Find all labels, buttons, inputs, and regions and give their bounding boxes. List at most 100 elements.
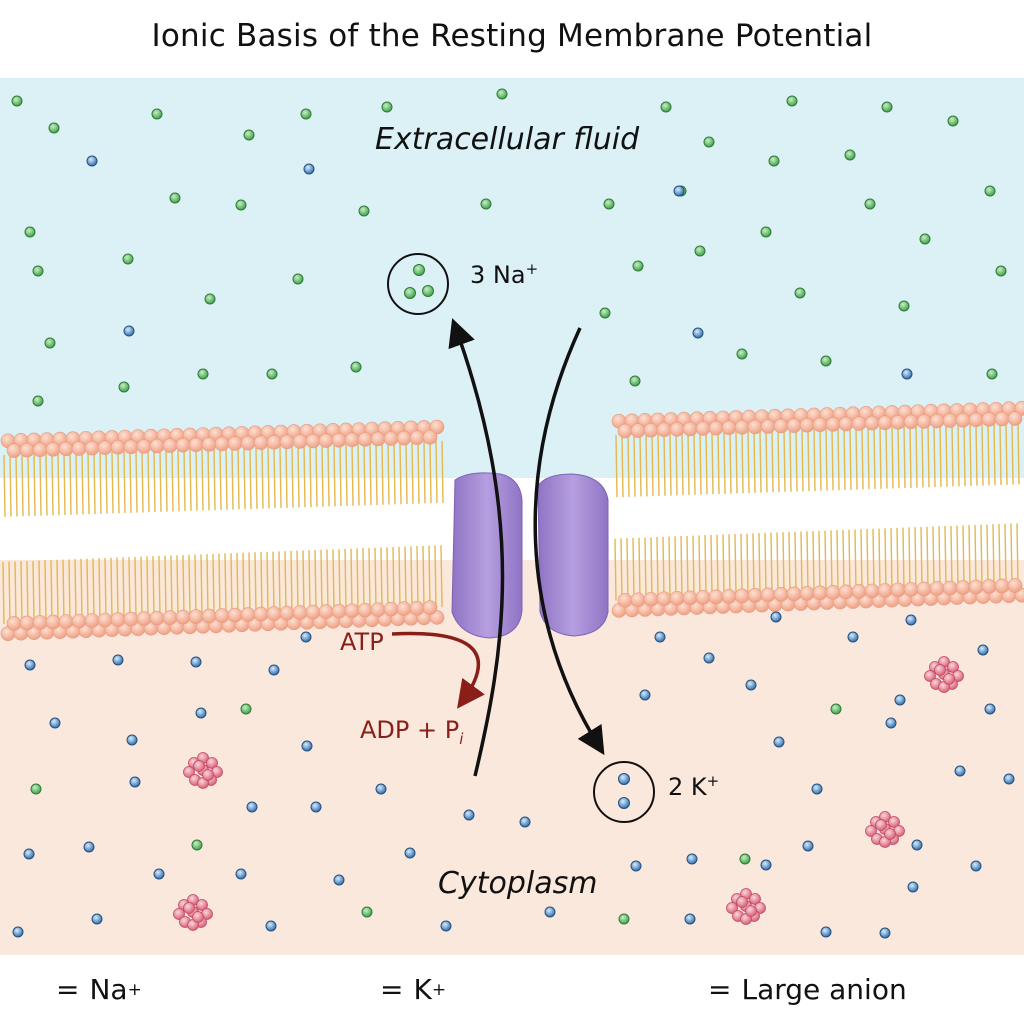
- lipid-tail: [80, 558, 83, 621]
- lipid-tail: [806, 531, 809, 594]
- potassium-ion: [195, 707, 207, 719]
- lipid-tail: [663, 433, 666, 496]
- lipid-tail: [674, 536, 677, 599]
- sodium-ion: [24, 226, 36, 238]
- lipid-head: [890, 582, 906, 598]
- lipid-tail: [861, 427, 864, 490]
- sodium-ion: [703, 136, 715, 148]
- lipid-head: [617, 423, 633, 439]
- lipid-tail: [639, 434, 642, 497]
- lipid-head: [175, 437, 191, 453]
- potassium-ion: [519, 816, 531, 828]
- lipid-tail: [153, 450, 156, 513]
- potassium-ion: [129, 776, 141, 788]
- lipid-head: [136, 439, 152, 454]
- lipid-head: [227, 607, 243, 623]
- potassium-ion: [112, 654, 124, 666]
- lipid-head: [916, 581, 932, 597]
- lipid-tail: [686, 535, 689, 598]
- lipid-head: [942, 413, 958, 428]
- lipid-tail: [159, 449, 162, 512]
- potassium-ion: [773, 736, 785, 748]
- lipid-tail: [687, 432, 690, 495]
- lipid-head: [786, 418, 802, 433]
- sodium-ion: [32, 265, 44, 277]
- potassium-ion: [544, 906, 556, 918]
- lipid-head: [344, 432, 360, 448]
- lipid-tail: [387, 442, 390, 505]
- lipid-head: [84, 440, 100, 456]
- lipid-tail: [914, 527, 917, 590]
- lipid-tail: [699, 432, 702, 495]
- atp-hydrolysis-arrow: [391, 631, 485, 709]
- lipid-tail: [290, 550, 293, 613]
- lipid-head: [370, 602, 386, 617]
- lipid-head: [227, 436, 243, 451]
- lipid-tail: [309, 445, 312, 508]
- lipid-tail: [26, 560, 29, 623]
- lipid-tail: [878, 528, 881, 591]
- lipid-tail: [110, 557, 113, 620]
- lipid-tail: [104, 557, 107, 620]
- lipid-tail: [765, 430, 768, 493]
- lipid-head: [747, 588, 763, 603]
- lipid-tail: [692, 535, 695, 598]
- lipid-head: [643, 591, 659, 607]
- lipid-head: [799, 586, 815, 601]
- lipid-head: [214, 608, 230, 623]
- lipid-head: [812, 417, 828, 433]
- lipid-tail: [770, 532, 773, 595]
- lipid-tail: [44, 560, 47, 623]
- ion-particles: [11, 88, 1015, 939]
- lipid-tail: [801, 429, 804, 492]
- potassium-ion: [954, 765, 966, 777]
- lipid-tail: [945, 424, 948, 487]
- lipid-tail: [1005, 422, 1008, 485]
- lipid-tail: [422, 545, 425, 608]
- sodium-ion: [984, 185, 996, 197]
- lipid-tail: [315, 444, 318, 507]
- lipid-tail: [165, 449, 168, 512]
- lipid-tail: [860, 529, 863, 592]
- lipid-tail: [633, 434, 636, 497]
- potassium-ion: [463, 809, 475, 821]
- lipid-head: [838, 584, 854, 600]
- lipid-head: [58, 441, 74, 457]
- lipid-head: [71, 613, 87, 629]
- lipid-head: [162, 438, 178, 453]
- lipid-tail: [705, 432, 708, 495]
- lipid-head: [864, 415, 880, 431]
- lipid-tail: [620, 538, 623, 601]
- lipid-tail: [326, 549, 329, 612]
- lipid-tail: [812, 531, 815, 594]
- lipid-tail: [614, 538, 617, 601]
- lipid-tail: [231, 447, 234, 510]
- lipid-tail: [896, 527, 899, 590]
- lipid-head: [357, 602, 373, 618]
- lipid-head: [331, 432, 347, 448]
- lipid-tail: [201, 448, 204, 511]
- lipid-tail: [176, 555, 179, 618]
- lipid-tail: [998, 523, 1001, 587]
- potassium-ion: [820, 926, 832, 938]
- lipid-tail: [189, 448, 192, 511]
- sodium-ion: [760, 226, 772, 238]
- lipid-head: [201, 608, 217, 624]
- lipid-tail: [416, 546, 419, 609]
- lipid-tail: [129, 450, 132, 513]
- lipid-tail: [662, 536, 665, 599]
- lipid-head: [812, 585, 828, 601]
- lipid-tail: [981, 423, 984, 486]
- lipid-head: [994, 411, 1010, 427]
- lipid-tail: [38, 560, 41, 623]
- lipid-tail: [99, 451, 102, 514]
- potassium-ion: [770, 611, 782, 623]
- sodium-ion: [820, 355, 832, 367]
- lipid-tail: [669, 433, 672, 496]
- lipid-tail: [333, 444, 336, 507]
- lipid-tail: [423, 441, 426, 504]
- lipid-tail: [50, 560, 53, 623]
- lipid-head: [97, 440, 113, 455]
- lipid-head: [994, 578, 1010, 594]
- lipid-head: [721, 420, 737, 435]
